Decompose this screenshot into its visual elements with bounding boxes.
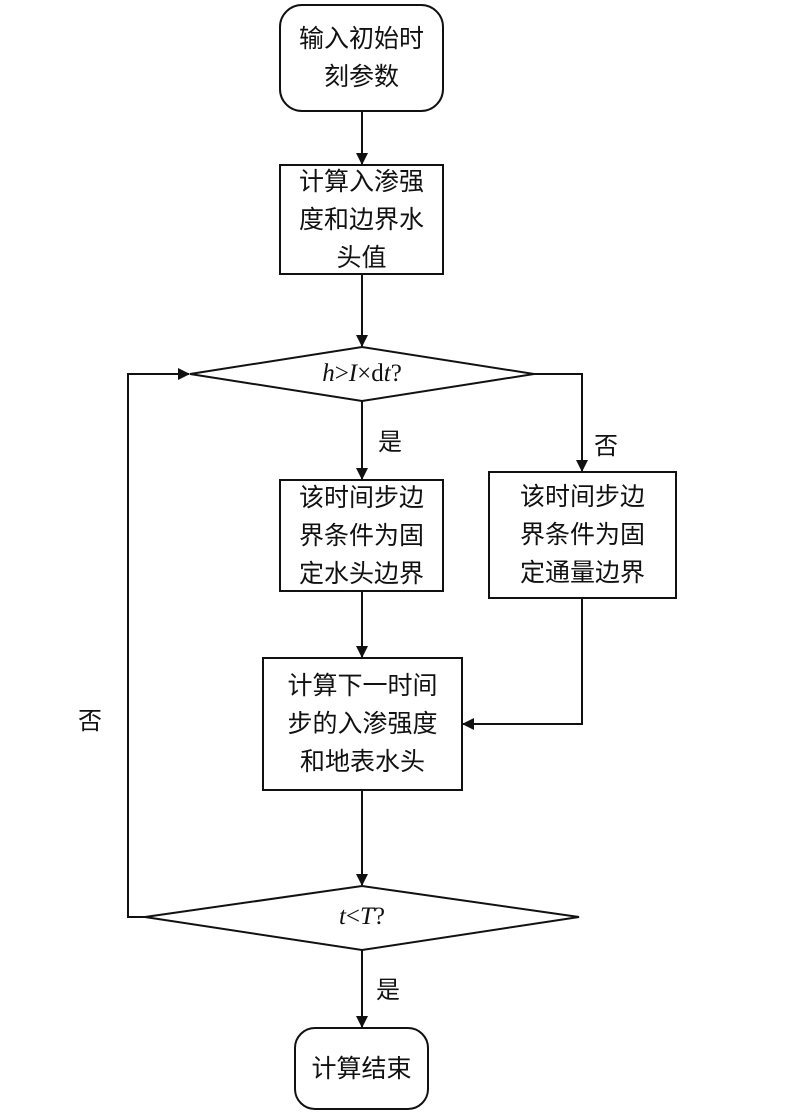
decision-h-label: h>I×dt? — [262, 359, 462, 389]
decision-h-times: ×d — [357, 360, 384, 387]
decision-h-var-i: I — [348, 360, 358, 387]
edge-label-no-loop: 否 — [78, 707, 102, 735]
decision-t-question: ? — [373, 903, 386, 930]
decision-t-label: t<T? — [282, 902, 442, 932]
calc-infiltration-node-label: 计算入渗强 度和边界水 头值 — [298, 167, 424, 272]
decision-t-var-T: T — [360, 903, 374, 930]
decision-h-var-h: h — [322, 360, 335, 387]
edge-label-yes-1: 是 — [378, 428, 402, 456]
start-node-label: 输入初始时 刻参数 — [298, 24, 424, 91]
fixed-flux-node-label: 该时间步边 界条件为固 定通量边界 — [519, 482, 645, 587]
decision-h-question: ? — [390, 360, 402, 387]
end-node-shape — [294, 1027, 429, 1110]
fixed-head-node-shape — [279, 479, 444, 592]
edge-decision-t-no-loop — [127, 368, 190, 918]
edge-label-yes-2: 是 — [376, 976, 400, 1004]
edge-fixed-flux-to-calc-next — [462, 598, 583, 730]
fixed-flux-node-shape — [488, 471, 677, 599]
edge-label-no-1: 否 — [594, 432, 618, 460]
decision-t-op: < — [345, 903, 361, 930]
end-node-label: 计算结束 — [311, 1054, 412, 1083]
decision-t-shape — [144, 884, 580, 952]
decision-t-var-t: t — [338, 903, 346, 930]
calc-infiltration-node-shape — [279, 164, 444, 275]
decision-h-var-t: t — [383, 360, 391, 387]
decision-h-op: > — [334, 360, 349, 387]
fixed-head-node-label: 该时间步边 界条件为固 定水头边界 — [298, 483, 424, 588]
edge-decision-h-no — [534, 373, 588, 472]
calc-next-node-label: 计算下一时间 步的入渗强度 和地表水头 — [287, 671, 438, 776]
